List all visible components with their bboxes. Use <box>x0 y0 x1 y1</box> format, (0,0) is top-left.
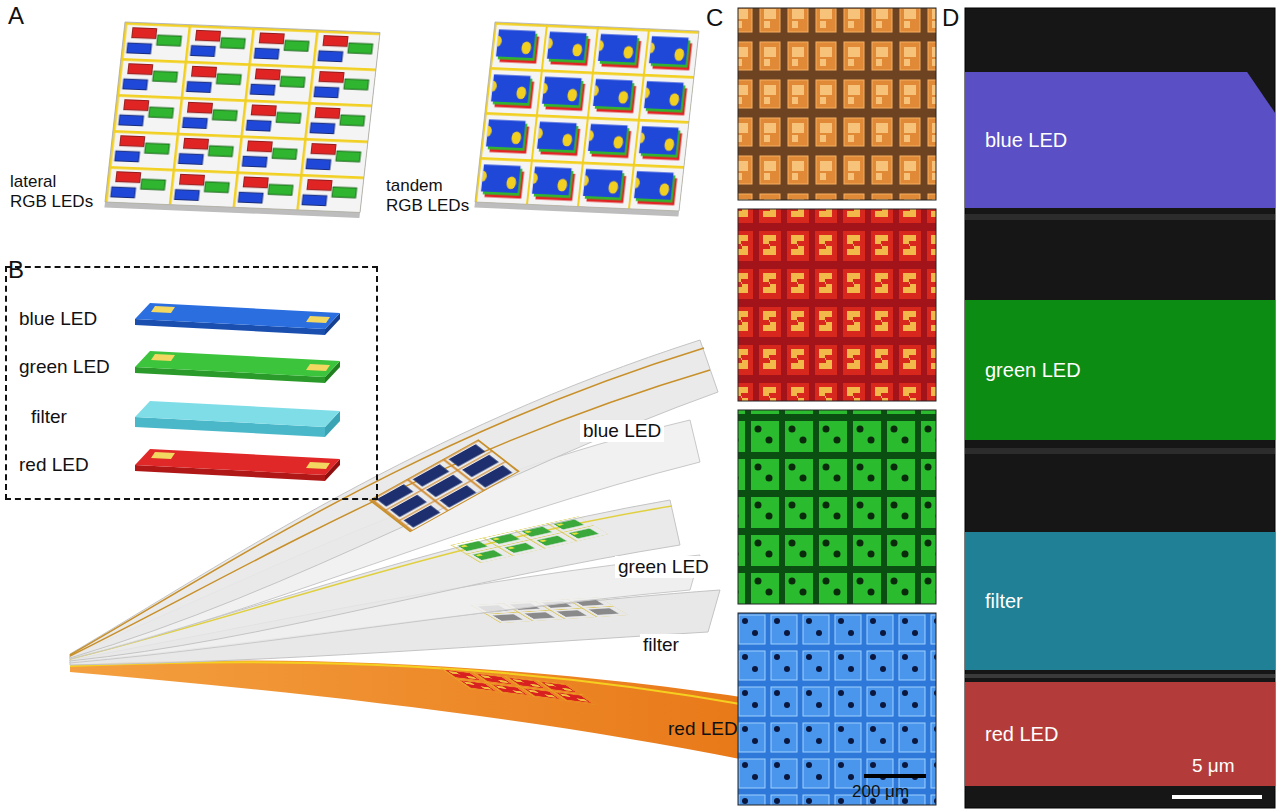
wire <box>70 662 752 706</box>
caption-label: tandem RGB LEDs <box>386 176 472 215</box>
band-label: filter <box>985 589 1023 613</box>
scale-label: 200 μm <box>852 782 909 802</box>
panel-letter: C <box>706 4 723 32</box>
label-anchor: B <box>8 256 24 284</box>
label-anchor: tandem RGB LEDs <box>386 176 472 215</box>
lateral-array <box>104 22 380 218</box>
scale-bar <box>1172 795 1262 799</box>
micrograph-green <box>738 410 936 604</box>
layer-band: filter <box>965 532 1275 670</box>
wire <box>70 370 710 656</box>
inset-box: blue LED green LED filter red LED <box>5 266 378 500</box>
panel-letter: A <box>8 2 24 30</box>
green-layer <box>135 351 340 383</box>
tandem-plate <box>475 22 699 211</box>
interlayer <box>965 214 1275 220</box>
label-anchor: 5 μm <box>1192 755 1235 777</box>
micrograph-red <box>738 209 936 401</box>
label-anchor: lateral RGB LEDs <box>10 172 96 211</box>
substrate <box>70 661 760 760</box>
layer-band: blue LED <box>965 72 1275 208</box>
layer-label: green LED <box>19 356 376 378</box>
scale-label: 5 μm <box>1192 755 1235 777</box>
flexible-stack <box>70 340 760 760</box>
layer-label: blue LED <box>19 308 376 330</box>
tandem-array <box>474 22 699 216</box>
lateral-plate <box>105 22 380 213</box>
red-pixels <box>440 668 598 705</box>
label-anchor: D <box>942 4 959 32</box>
micrograph-blue <box>738 613 936 805</box>
caption-label: lateral RGB LEDs <box>10 172 96 211</box>
label-anchor: red LED <box>668 718 738 740</box>
inset-stack <box>135 303 340 481</box>
band-label: red LED <box>985 722 1058 746</box>
panel-letter: B <box>8 256 24 284</box>
panel-letter: D <box>942 4 959 32</box>
section-frame <box>965 8 1275 808</box>
scale-bar <box>864 774 926 778</box>
layer-label: green LED <box>615 556 712 578</box>
micrographs <box>738 8 936 805</box>
interlayer <box>965 674 1275 678</box>
label-anchor: blue LED <box>580 420 664 442</box>
band-label: green LED <box>985 358 1081 382</box>
label-anchor: A <box>8 2 24 30</box>
label-anchor: green LED <box>615 556 712 578</box>
micrograph-off <box>738 8 936 200</box>
layer-label: red LED <box>668 718 738 740</box>
layer-label: filter <box>31 406 376 428</box>
layer-label: filter <box>640 634 682 656</box>
label-anchor: filter <box>640 634 682 656</box>
label-anchor: 200 μm <box>852 782 909 802</box>
blue-layer <box>135 303 340 335</box>
cross-section <box>965 8 1275 808</box>
red-layer <box>135 449 340 481</box>
layer-label: blue LED <box>580 420 664 442</box>
band-label: blue LED <box>985 128 1067 152</box>
interlayer <box>965 448 1275 454</box>
wire <box>70 348 704 655</box>
filter-layer <box>135 401 340 437</box>
blue-pixels <box>370 440 519 532</box>
label-anchor: C <box>706 4 723 32</box>
layer-label: red LED <box>19 454 376 476</box>
layer-band: green LED <box>965 300 1275 440</box>
